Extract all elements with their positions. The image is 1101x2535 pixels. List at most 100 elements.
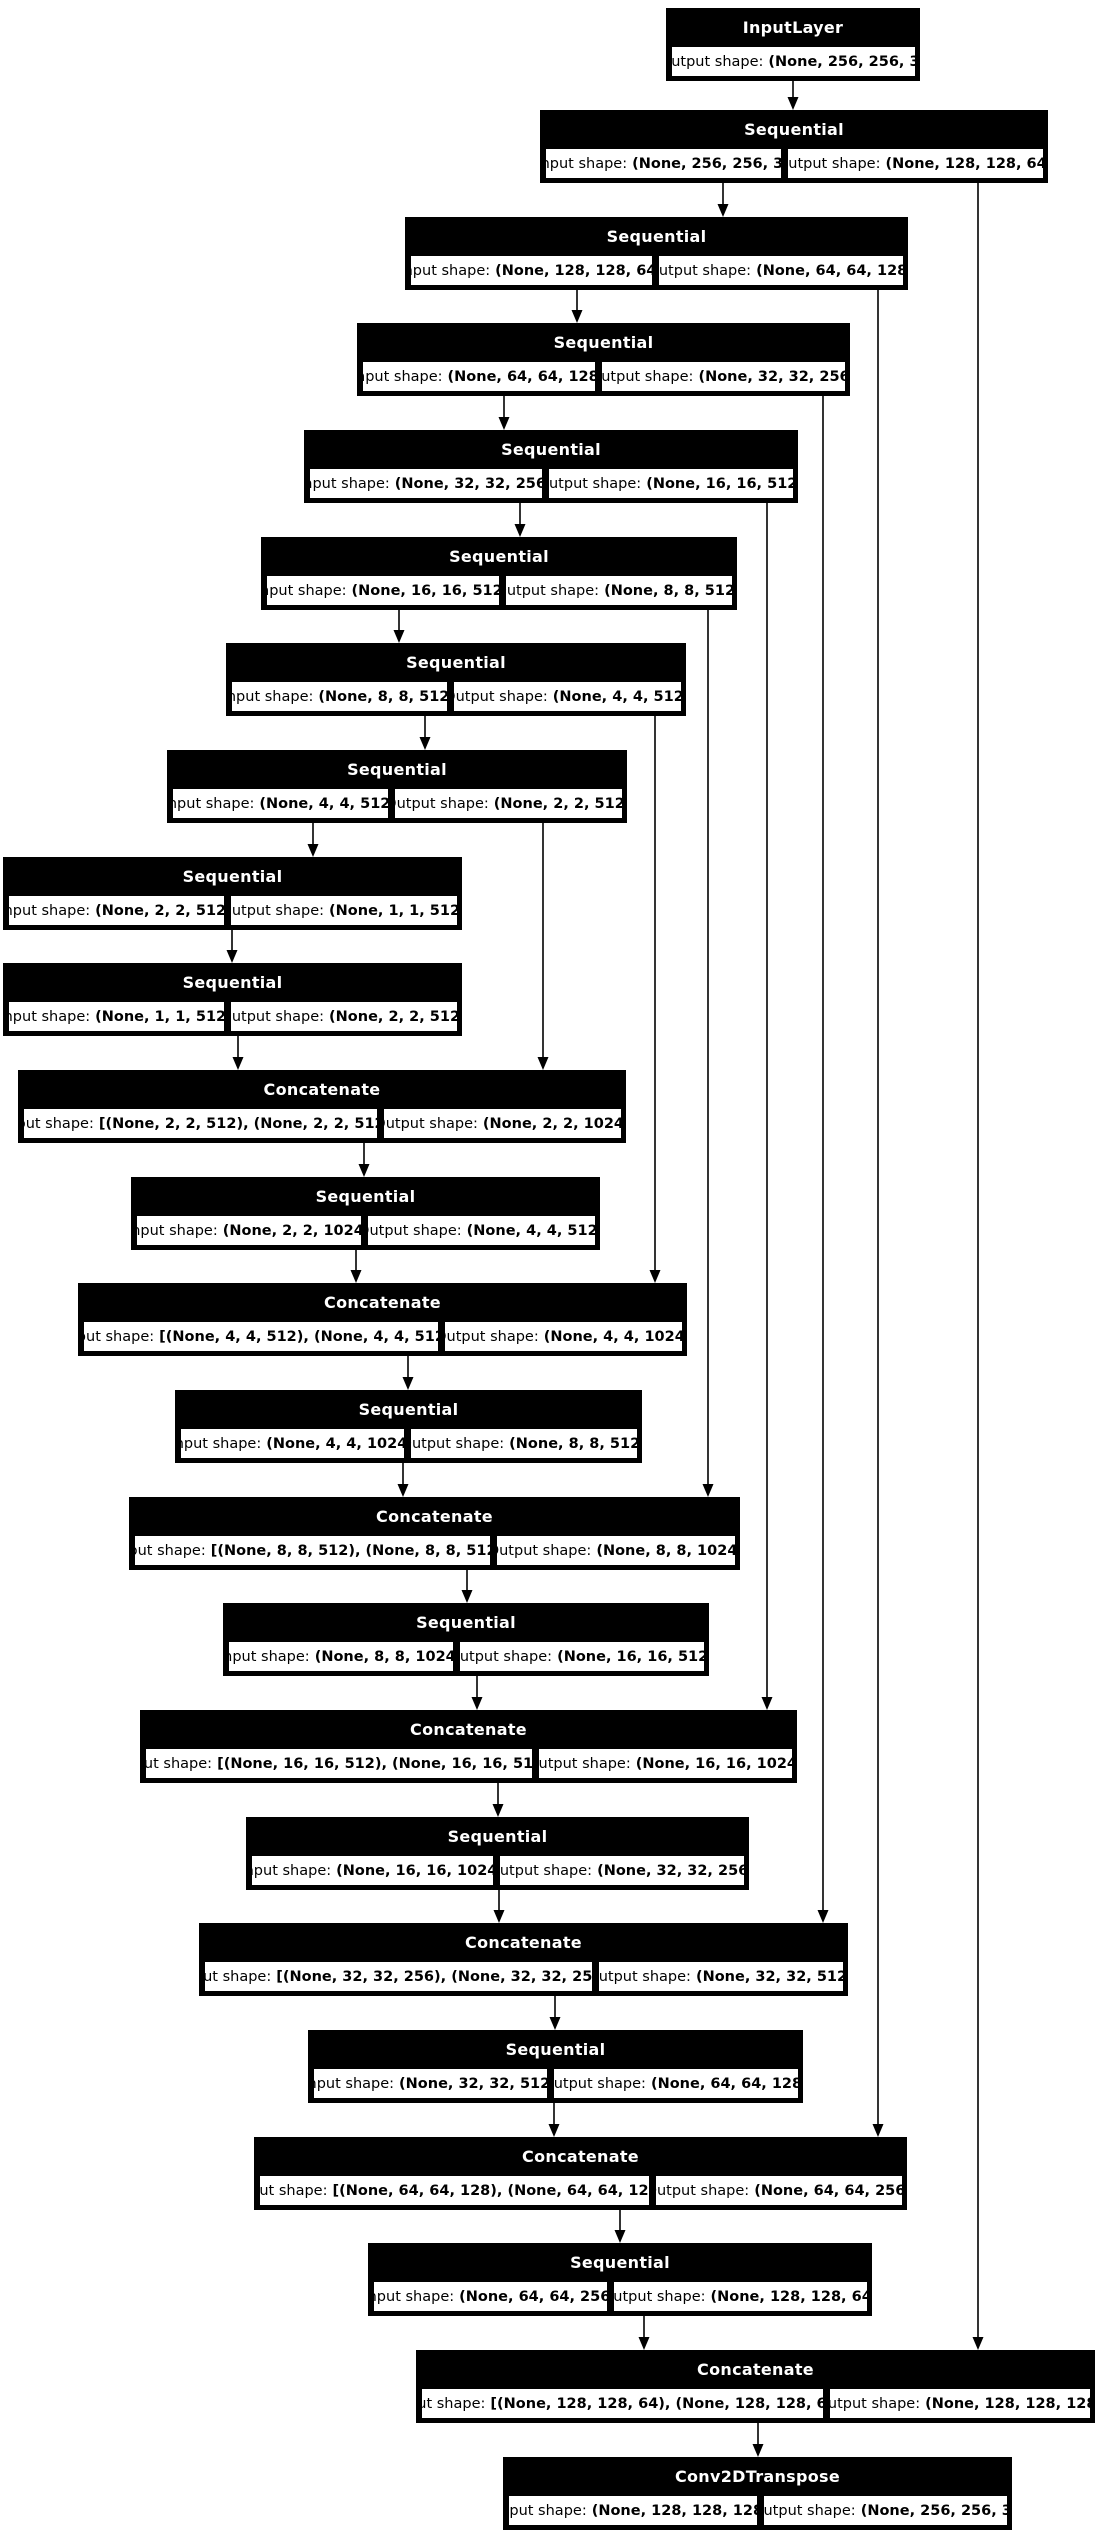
shape-label: Input shape: <box>170 795 255 812</box>
shape-value: (None, 32, 32, 256) <box>698 368 847 385</box>
shape-label: Input shape: <box>259 2182 328 2199</box>
arrowhead-icon <box>461 1590 473 1603</box>
shape-label: Output shape: <box>457 1648 553 1665</box>
shape-value: (None, 16, 16, 512) <box>351 582 501 599</box>
shape-cell: Input shape: (None, 32, 32, 512) <box>311 2067 549 2100</box>
shape-label: Output shape: <box>547 475 642 492</box>
shape-value: (None, 16, 16, 1024) <box>336 1862 495 1879</box>
shape-value: (None, 2, 2, 512) <box>493 795 624 812</box>
layer-node: Sequential Input shape: (None, 128, 128,… <box>405 217 908 290</box>
layer-shape-row: Input shape: (None, 256, 256, 3) Output … <box>542 146 1046 181</box>
shape-label: Input shape: <box>411 262 491 279</box>
layer-shape-row: Input shape: (None, 8, 8, 1024) Output s… <box>225 1639 707 1674</box>
shape-cell: Input shape: (None, 256, 256, 3) <box>543 147 783 180</box>
shape-value: (None, 4, 4, 512) <box>466 1222 597 1239</box>
layer-node: Sequential Input shape: (None, 4, 4, 512… <box>167 750 627 823</box>
shape-cell: Input shape: (None, 4, 4, 512) <box>170 787 391 820</box>
arrowhead-icon <box>571 310 583 323</box>
shape-value: (None, 256, 256, 3) <box>768 53 917 70</box>
arrowhead-icon <box>397 1484 409 1497</box>
shape-cell: Input shape: [(None, 16, 16, 512), (None… <box>143 1747 535 1780</box>
arrowhead-icon <box>350 1270 362 1283</box>
shape-value: (None, 128, 128, 64) <box>710 2288 869 2305</box>
layer-shape-row: Input shape: (None, 128, 128, 64) Output… <box>407 253 906 288</box>
layer-shape-row: Input shape: (None, 128, 128, 128) Outpu… <box>505 2493 1010 2528</box>
layer-title: Concatenate <box>522 2146 639 2166</box>
shape-cell: Output shape: (None, 128, 128, 128) <box>828 2387 1092 2420</box>
layer-title: Sequential <box>315 1186 416 1206</box>
shape-cell: Output shape: (None, 4, 4, 1024) <box>443 1320 684 1353</box>
shape-label: Input shape: <box>307 475 390 492</box>
layer-node: Sequential Input shape: (None, 64, 64, 2… <box>368 2243 872 2316</box>
layer-shape-row: Input shape: (None, 4, 4, 1024) Output s… <box>177 1426 640 1461</box>
layer-node: Sequential Input shape: (None, 64, 64, 1… <box>357 323 850 396</box>
shape-value: (None, 2, 2, 512) <box>329 1008 459 1025</box>
shape-value: (None, 64, 64, 128) <box>447 368 597 385</box>
shape-value: [(None, 16, 16, 512), (None, 16, 16, 512… <box>217 1755 535 1772</box>
arrowhead-icon <box>872 2124 884 2137</box>
shape-label: Input shape: <box>134 1222 218 1239</box>
shape-label: Output shape: <box>495 1542 592 1559</box>
layer-shape-row: Input shape: (None, 4, 4, 512) Output sh… <box>169 786 625 821</box>
shape-cell: Output shape: (None, 2, 2, 512) <box>228 1000 459 1033</box>
shape-cell: Output shape: (None, 2, 2, 1024) <box>382 1107 623 1140</box>
arrowhead-icon <box>548 2124 560 2137</box>
shape-label: Output shape: <box>656 262 752 279</box>
shape-cell: Output shape: (None, 128, 128, 64) <box>785 147 1045 180</box>
layer-shape-row: Output shape: (None, 256, 256, 3) <box>668 44 918 79</box>
arrowhead-icon <box>761 1697 773 1710</box>
arrowhead-icon <box>549 2017 561 2030</box>
arrowhead-icon <box>514 524 526 537</box>
shape-value: (None, 8, 8, 512) <box>318 688 450 705</box>
layer-node: Sequential Input shape: (None, 8, 8, 102… <box>223 1603 709 1676</box>
shape-cell: Input shape: [(None, 2, 2, 512), (None, … <box>21 1107 380 1140</box>
arrowhead-icon <box>393 630 405 643</box>
layer-node: Sequential Input shape: (None, 32, 32, 5… <box>308 2030 803 2103</box>
shape-value: (None, 16, 16, 1024) <box>635 1755 794 1772</box>
shape-value: (None, 32, 32, 256) <box>394 475 545 492</box>
shape-cell: Input shape: (None, 1, 1, 512) <box>6 1000 226 1033</box>
arrowhead-icon <box>498 417 510 430</box>
layer-title: Sequential <box>744 119 844 139</box>
shape-cell: Output shape: (None, 1, 1, 512) <box>228 894 459 927</box>
arrowhead-icon <box>358 1164 370 1177</box>
shape-cell: Input shape: [(None, 128, 128, 64), (Non… <box>419 2387 826 2420</box>
arrowhead-icon <box>972 2337 984 2350</box>
shape-label: Input shape: <box>178 1435 262 1452</box>
layer-shape-row: Input shape: [(None, 8, 8, 512), (None, … <box>131 1533 738 1568</box>
shape-value: (None, 128, 128, 128) <box>925 2395 1092 2412</box>
shape-value: (None, 4, 4, 1024) <box>543 1328 684 1345</box>
layer-title: Concatenate <box>465 1932 582 1952</box>
shape-value: (None, 8, 8, 1024) <box>314 1648 455 1665</box>
shape-label: Output shape: <box>596 1968 691 1985</box>
arrowhead-icon <box>817 1910 829 1923</box>
layer-title: Concatenate <box>410 1719 527 1739</box>
layer-node: Sequential Input shape: (None, 8, 8, 512… <box>226 643 686 716</box>
shape-cell: Output shape: (None, 128, 128, 64) <box>611 2280 869 2313</box>
shape-label: Input shape: <box>143 1755 213 1772</box>
shape-label: Input shape: <box>371 2288 455 2305</box>
shape-cell: Output shape: (None, 16, 16, 512) <box>457 1640 706 1673</box>
shape-label: Output shape: <box>408 1435 505 1452</box>
shape-value: (None, 64, 64, 256) <box>754 2182 904 2199</box>
arrowhead-icon <box>702 1484 714 1497</box>
shape-cell: Input shape: (None, 2, 2, 1024) <box>134 1214 363 1247</box>
shape-label: Output shape: <box>551 2075 646 2092</box>
layer-node: Sequential Input shape: (None, 2, 2, 102… <box>131 1177 600 1250</box>
layer-node: Sequential Input shape: (None, 256, 256,… <box>540 110 1048 183</box>
layer-shape-row: Input shape: (None, 32, 32, 512) Output … <box>310 2066 801 2101</box>
shape-value: (None, 1, 1, 512) <box>329 902 459 919</box>
arrowhead-icon <box>638 2337 650 2350</box>
layer-node: Concatenate Input shape: [(None, 4, 4, 5… <box>78 1283 687 1356</box>
shape-label: Input shape: <box>226 1648 310 1665</box>
shape-cell: Output shape: (None, 16, 16, 1024) <box>537 1747 794 1780</box>
shape-label: Input shape: <box>421 2395 486 2412</box>
shape-cell: Input shape: (None, 16, 16, 512) <box>264 574 501 607</box>
shape-value: (None, 32, 32, 512) <box>695 1968 845 1985</box>
shape-cell: Output shape: (None, 16, 16, 512) <box>547 467 795 500</box>
layer-shape-row: Input shape: (None, 2, 2, 512) Output sh… <box>5 893 460 928</box>
shape-cell: Input shape: [(None, 64, 64, 128), (None… <box>257 2174 652 2207</box>
layer-shape-row: Input shape: [(None, 2, 2, 512), (None, … <box>20 1106 624 1141</box>
shape-label: Input shape: <box>252 1862 332 1879</box>
layer-shape-row: Input shape: (None, 1, 1, 512) Output sh… <box>5 999 460 1034</box>
